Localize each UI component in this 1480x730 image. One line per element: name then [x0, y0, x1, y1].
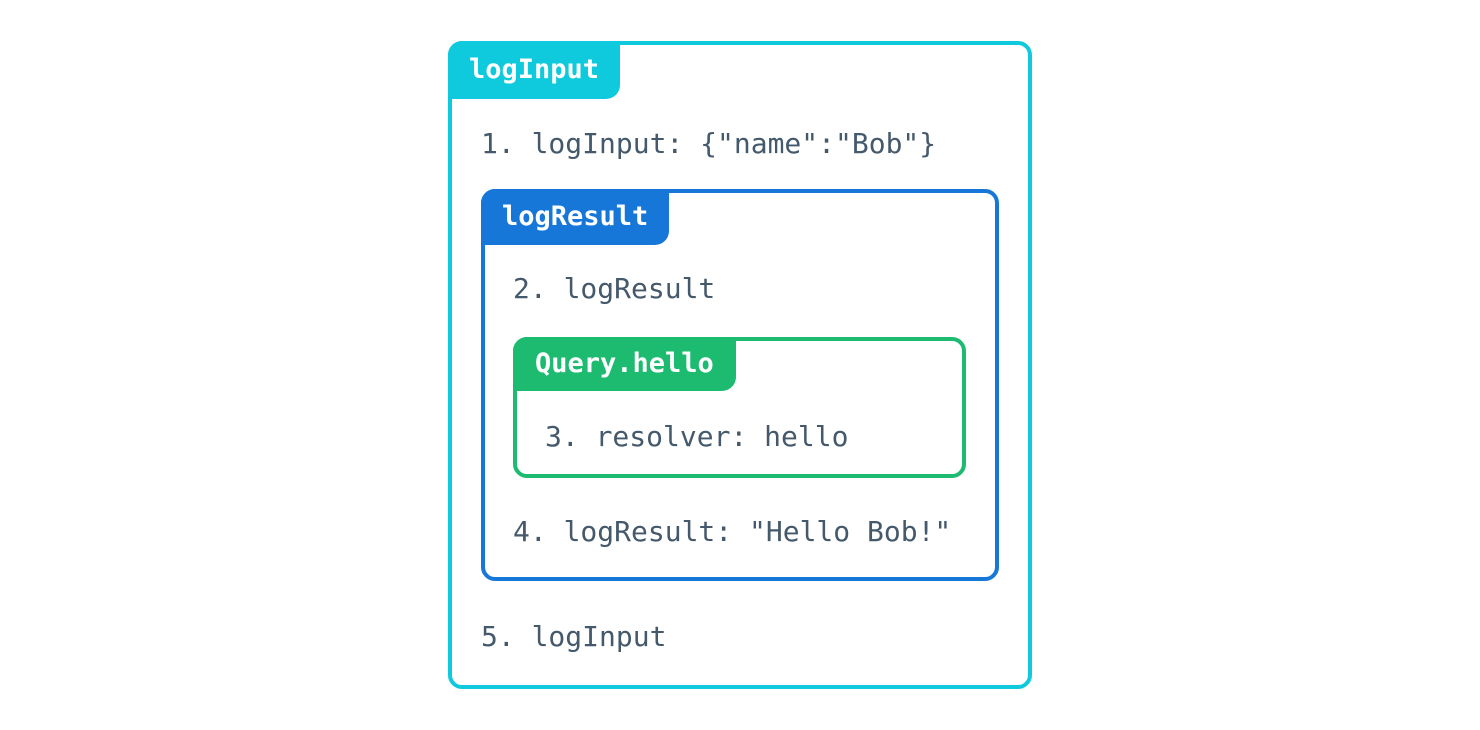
logresult-badge: logResult	[481, 189, 670, 245]
step-5-loginput-after: 5. logInput	[481, 620, 667, 653]
step-1-loginput-before: 1. logInput: {"name":"Bob"}	[481, 127, 937, 160]
query-hello-badge: Query.hello	[513, 337, 736, 391]
loginput-badge: logInput	[448, 41, 621, 99]
step-3-resolver: 3. resolver: hello	[545, 420, 849, 453]
step-2-logresult-before: 2. logResult	[513, 272, 716, 305]
step-4-logresult-after: 4. logResult: "Hello Bob!"	[513, 515, 952, 548]
query-hello-resolver-box: Query.hello 3. resolver: hello	[513, 337, 966, 478]
loginput-middleware-box: logInput 1. logInput: {"name":"Bob"} log…	[448, 41, 1032, 689]
logresult-middleware-box: logResult 2. logResult Query.hello 3. re…	[481, 189, 999, 581]
